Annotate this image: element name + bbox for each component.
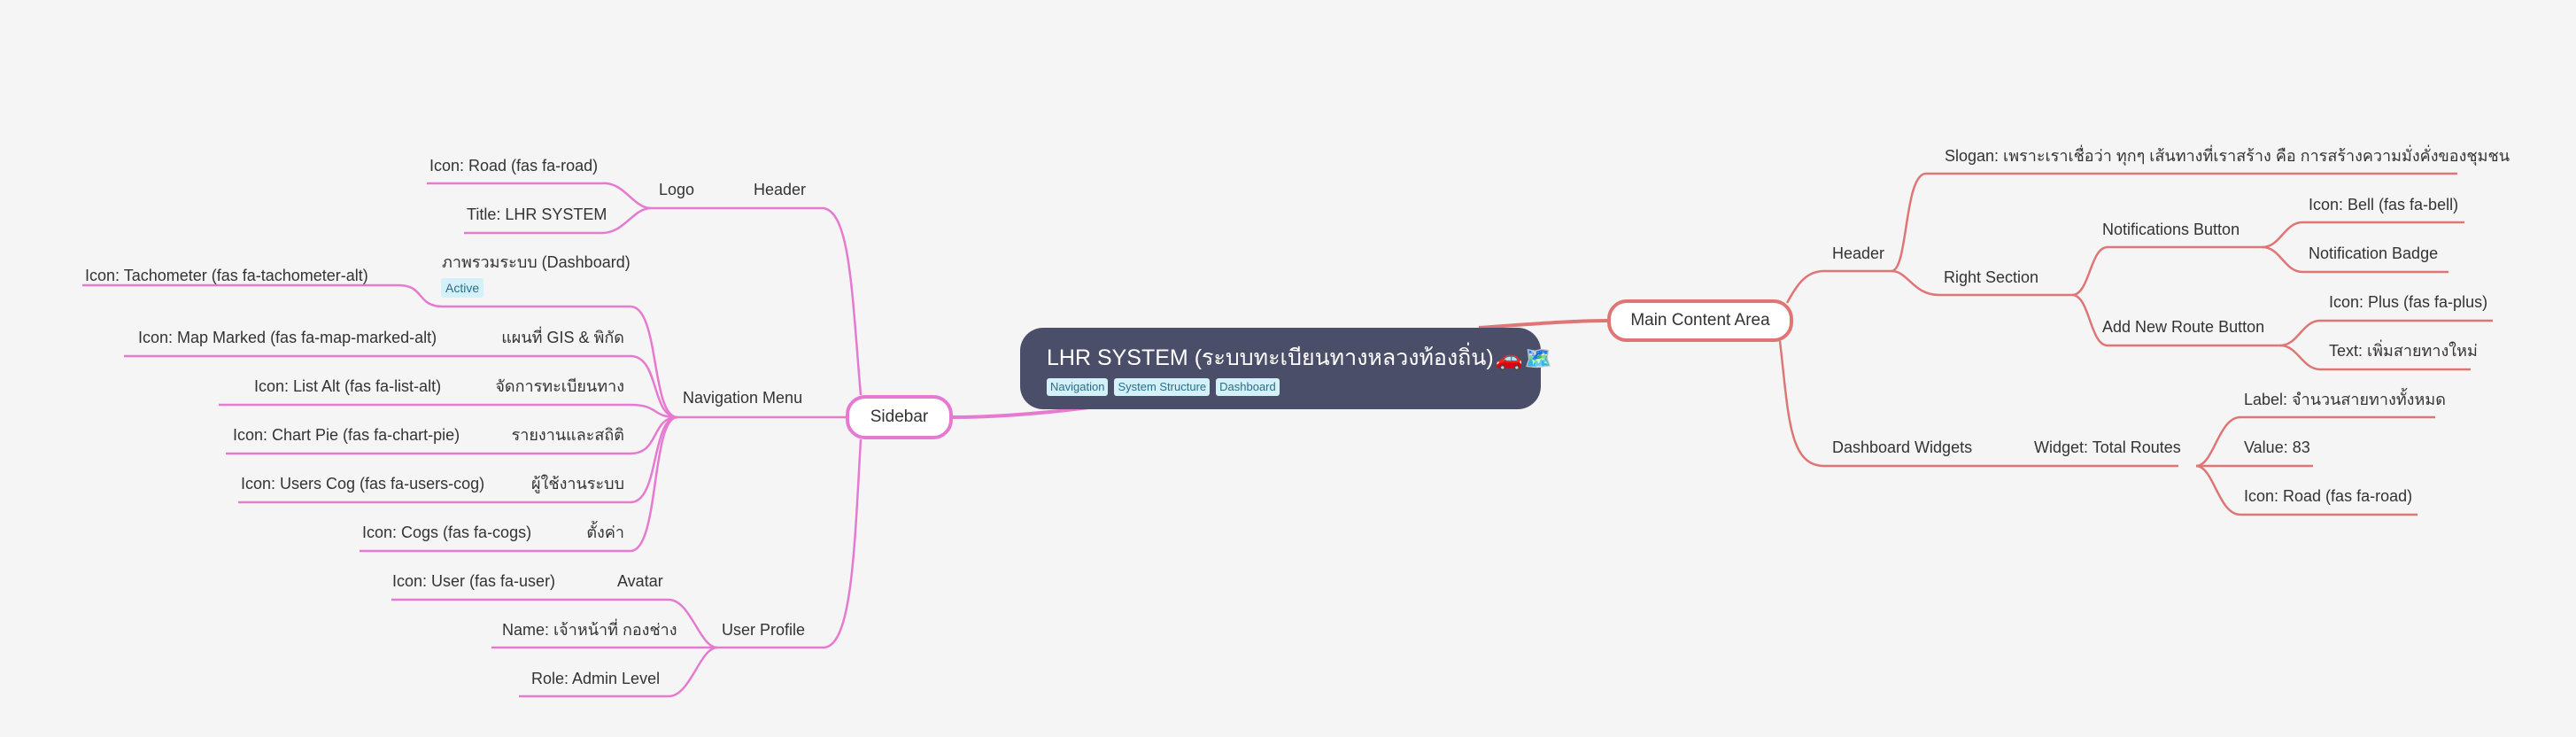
main-header-node[interactable]: Header bbox=[1832, 244, 1885, 262]
right-section-node[interactable]: Right Section bbox=[1944, 268, 2039, 286]
tag-navigation: Navigation bbox=[1047, 378, 1109, 397]
plus-icon-node[interactable]: Icon: Plus (fas fa-plus) bbox=[2329, 293, 2488, 311]
nav-icon-map-marked-node[interactable]: Icon: Map Marked (fas fa-map-marked-alt) bbox=[138, 329, 437, 346]
user-role-node[interactable]: Role: Admin Level bbox=[531, 670, 661, 687]
nav-item-reports[interactable]: รายงานและสถิติ bbox=[511, 426, 624, 444]
navigation-menu-node[interactable]: Navigation Menu bbox=[683, 389, 803, 407]
dashboard-widgets-node[interactable]: Dashboard Widgets bbox=[1832, 438, 1973, 456]
nav-icon-cogs-node[interactable]: Icon: Cogs (fas fa-cogs) bbox=[362, 524, 532, 541]
bell-icon-node[interactable]: Icon: Bell (fas fa-bell) bbox=[2309, 196, 2459, 213]
logo-title-node[interactable]: Title: LHR SYSTEM bbox=[467, 206, 607, 223]
car-icon: 🚗 bbox=[1495, 346, 1523, 372]
world-map-icon: 🗺️ bbox=[1524, 346, 1552, 372]
root-node[interactable]: LHR SYSTEM (ระบบทะเบียนทางหลวงท้องถิ่น)🚗… bbox=[1020, 328, 1552, 409]
tag-dashboard: Dashboard bbox=[1216, 378, 1280, 397]
user-profile-node[interactable]: User Profile bbox=[722, 621, 806, 639]
root-title: LHR SYSTEM (ระบบทะเบียนทางหลวงท้องถิ่น)🚗… bbox=[1047, 345, 1552, 372]
nav-icon-tachometer-node[interactable]: Icon: Tachometer (fas fa-tachometer-alt) bbox=[85, 267, 368, 284]
active-badge: Active bbox=[441, 278, 484, 298]
nav-item-gis-map[interactable]: แผนที่ GIS & พิกัด bbox=[501, 329, 624, 346]
logo-icon-road-node[interactable]: Icon: Road (fas fa-road) bbox=[429, 157, 599, 175]
nav-icon-list-alt-node[interactable]: Icon: List Alt (fas fa-list-alt) bbox=[254, 377, 442, 395]
nav-item-users[interactable]: ผู้ใช้งานระบบ bbox=[531, 475, 624, 493]
user-name-node[interactable]: Name: เจ้าหน้าที่ กองช่าง bbox=[502, 621, 677, 639]
nav-item-settings[interactable]: ตั้งค่า bbox=[586, 524, 624, 541]
tag-system-structure: System Structure bbox=[1114, 378, 1211, 397]
widget-label-node[interactable]: Label: จำนวนสายทางทั้งหมด bbox=[2244, 391, 2446, 408]
notification-badge-node[interactable]: Notification Badge bbox=[2309, 244, 2439, 262]
avatar-node[interactable]: Avatar bbox=[617, 572, 663, 590]
root-tags: Navigation System Structure Dashboard bbox=[1047, 378, 1514, 397]
avatar-icon-user-node[interactable]: Icon: User (fas fa-user) bbox=[392, 572, 556, 590]
add-route-button-node[interactable]: Add New Route Button bbox=[2102, 318, 2265, 336]
nav-icon-users-cog-node[interactable]: Icon: Users Cog (fas fa-users-cog) bbox=[241, 475, 485, 493]
widget-value-node[interactable]: Value: 83 bbox=[2244, 438, 2310, 456]
notifications-button-node[interactable]: Notifications Button bbox=[2102, 221, 2240, 238]
logo-node[interactable]: Logo bbox=[659, 181, 695, 198]
slogan-node[interactable]: Slogan: เพราะเราเชื่อว่า ทุกๆ เส้นทางที่… bbox=[1945, 147, 2510, 165]
total-routes-widget-node[interactable]: Widget: Total Routes bbox=[2034, 438, 2181, 456]
nav-icon-chart-pie-node[interactable]: Icon: Chart Pie (fas fa-chart-pie) bbox=[233, 426, 460, 444]
main-content-area-node[interactable]: Main Content Area bbox=[1607, 299, 1793, 342]
sidebar-node[interactable]: Sidebar bbox=[846, 395, 953, 439]
sidebar-header-node[interactable]: Header bbox=[754, 181, 807, 198]
nav-item-dashboard[interactable]: ภาพรวมระบบ (Dashboard) bbox=[442, 253, 630, 271]
widget-road-icon-node[interactable]: Icon: Road (fas fa-road) bbox=[2244, 487, 2413, 505]
nav-item-route-registry[interactable]: จัดการทะเบียนทาง bbox=[495, 377, 624, 395]
add-route-text-node[interactable]: Text: เพิ่มสายทางใหม่ bbox=[2329, 342, 2478, 360]
